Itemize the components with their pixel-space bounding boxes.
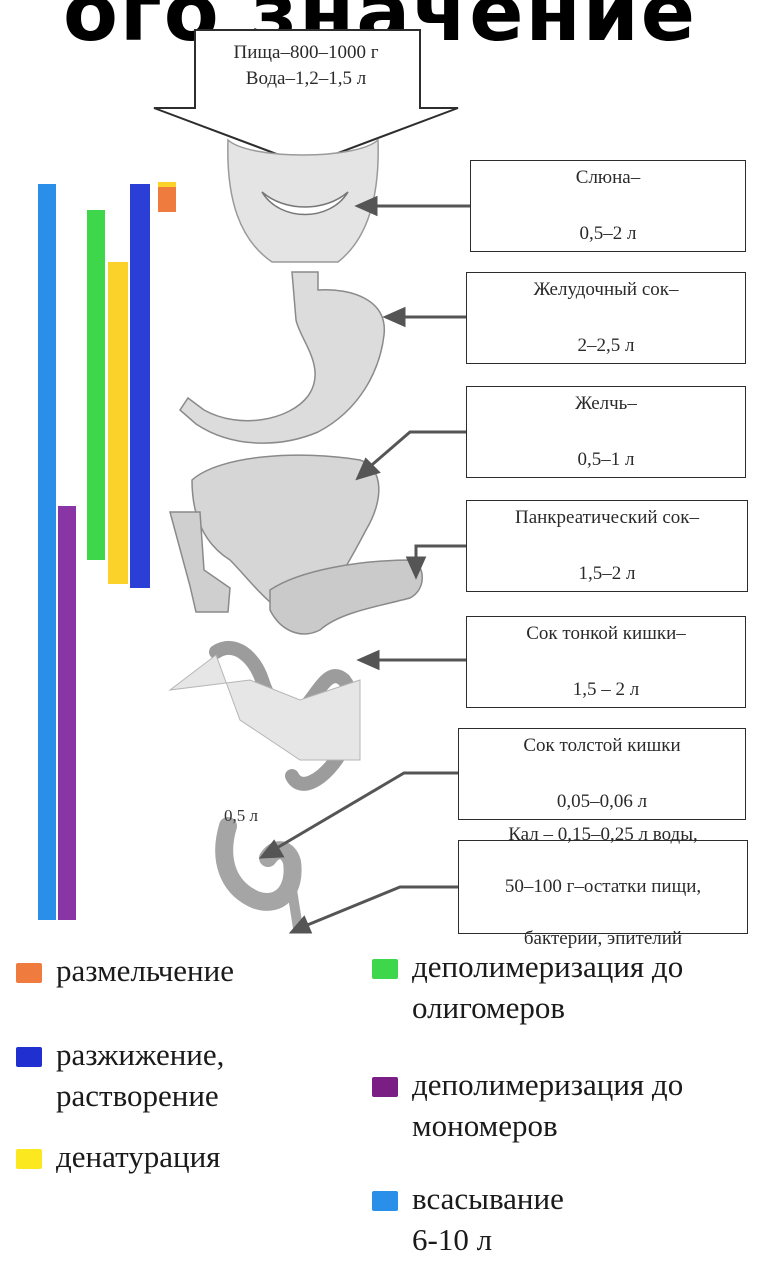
bar-depolymerization-monomers	[58, 506, 76, 920]
large-intestine-juice-box: Сок толстой кишки 0,05–0,06 л	[458, 728, 746, 820]
small-intestine-juice-box: Сок тонкой кишки– 1,5 – 2 л	[466, 616, 746, 708]
pancreatic-juice-volume: 1,5–2 л	[515, 560, 699, 588]
bile-volume: 0,5–1 л	[575, 446, 637, 474]
saliva-name: Слюна–	[576, 164, 640, 192]
legend-swatch-absorption	[372, 1191, 398, 1211]
legend-item-grinding: размельчение	[16, 950, 234, 991]
large-intestine-juice-name: Сок толстой кишки	[523, 732, 680, 760]
legend-item-denaturation: денатурация	[16, 1136, 220, 1177]
colon-volume-label: 0,5 л	[224, 806, 258, 826]
gastric-juice-box: Желудочный сок– 2–2,5 л	[466, 272, 746, 364]
pancreatic-juice-name: Панкреатический сок–	[515, 504, 699, 532]
legend-item-liquefaction: разжижение, растворение	[16, 1034, 224, 1116]
large-intestine-juice-volume: 0,05–0,06 л	[523, 788, 680, 816]
face-illustration	[228, 140, 378, 262]
intake-text: Пища–800–1000 г Вода–1,2–1,5 л	[196, 40, 416, 92]
saliva-box: Слюна– 0,5–2 л	[470, 160, 746, 252]
bar-denaturation	[108, 262, 128, 584]
bar-liquefaction	[130, 184, 150, 588]
feces-line-1: Кал – 0,15–0,25 л воды,	[505, 822, 701, 848]
feces-box: Кал – 0,15–0,25 л воды,50–100 г–остатки …	[458, 840, 748, 934]
large-intestine-illustration	[224, 826, 292, 902]
legend-swatch-liquefaction	[16, 1047, 42, 1067]
stomach-illustration	[180, 272, 384, 443]
legend-label-denaturation: денатурация	[56, 1136, 220, 1177]
gastric-juice-volume: 2–2,5 л	[533, 332, 678, 360]
legend-label-depolymerization-monomers: деполимеризация до мономеров	[412, 1064, 683, 1146]
small-intestine-juice-name: Сок тонкой кишки–	[526, 620, 686, 648]
bar-grinding-accent	[158, 182, 176, 187]
legend-item-absorption: всасывание 6-10 л	[372, 1178, 564, 1260]
legend-swatch-depolymerization-oligomers	[372, 959, 398, 979]
gastric-juice-name: Желудочный сок–	[533, 276, 678, 304]
legend-label-depolymerization-oligomers: деполимеризация до олигомеров	[412, 946, 683, 1028]
intake-water: Вода–1,2–1,5 л	[246, 68, 366, 89]
small-intestine-juice-volume: 1,5 – 2 л	[526, 676, 686, 704]
legend-swatch-denaturation	[16, 1149, 42, 1169]
legend-swatch-grinding	[16, 963, 42, 983]
intake-food: Пища–800–1000 г	[234, 42, 379, 63]
bar-absorption	[38, 184, 56, 920]
legend-item-depolymerization-monomers: деполимеризация до мономеров	[372, 1064, 683, 1146]
process-bars	[38, 182, 176, 920]
bile-box: Желчь– 0,5–1 л	[466, 386, 746, 478]
bile-name: Желчь–	[575, 390, 637, 418]
legend-label-liquefaction: разжижение, растворение	[56, 1034, 224, 1116]
legend-label-absorption: всасывание 6-10 л	[412, 1178, 564, 1260]
feces-line-2: 50–100 г–остатки пищи,	[505, 874, 701, 900]
rectum	[292, 890, 298, 928]
legend-label-grinding: размельчение	[56, 950, 234, 991]
saliva-volume: 0,5–2 л	[576, 220, 640, 248]
bar-depolymerization-oligomers	[87, 210, 105, 560]
legend-item-depolymerization-oligomers: деполимеризация до олигомеров	[372, 946, 683, 1028]
legend-swatch-depolymerization-monomers	[372, 1077, 398, 1097]
pancreatic-juice-box: Панкреатический сок– 1,5–2 л	[466, 500, 748, 592]
liver-pancreas-illustration	[170, 455, 422, 634]
